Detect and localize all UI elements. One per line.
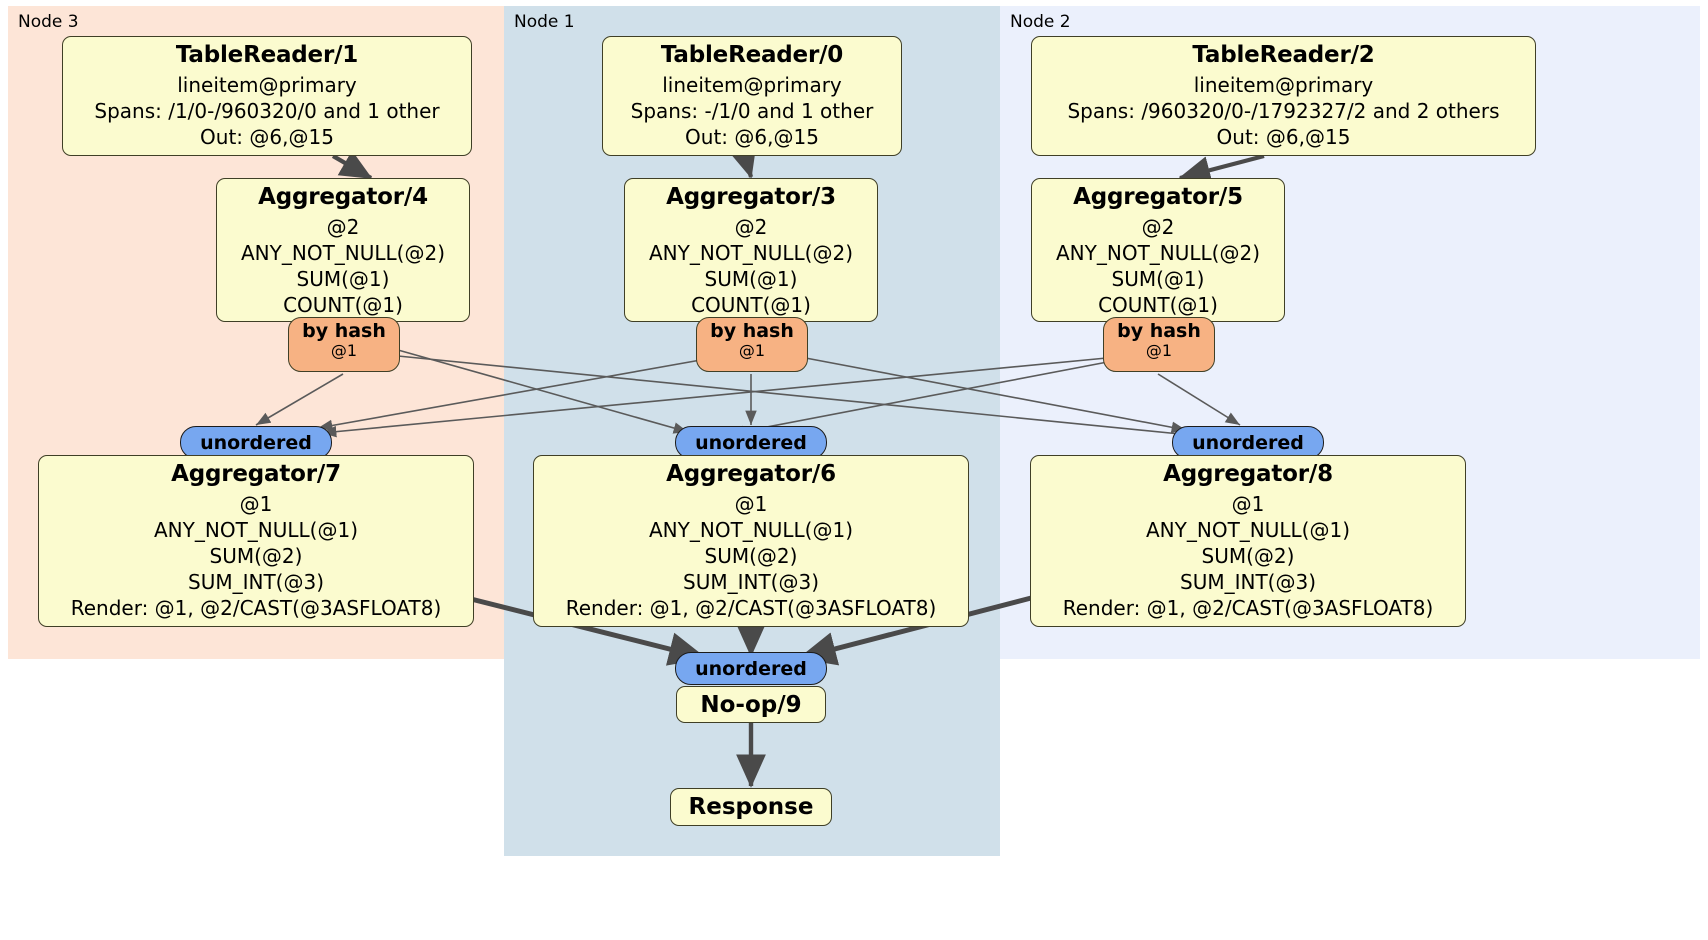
processor-detail-agg1: ANY_NOT_NULL(@1) — [649, 517, 853, 542]
processor-detail-agg3: SUM_INT(@3) — [683, 569, 819, 594]
processor-detail-agg1: ANY_NOT_NULL(@2) — [1056, 240, 1260, 265]
router-badge-title: by hash — [1117, 320, 1201, 342]
processor-aggregator-5[interactable]: Aggregator/5 @2 ANY_NOT_NULL(@2) SUM(@1)… — [1031, 178, 1285, 322]
processor-detail-out: Out: @6,@15 — [200, 124, 334, 149]
processor-title: TableReader/0 — [660, 42, 844, 68]
synchronizer-badge-label: unordered — [200, 431, 312, 454]
router-badge-title: by hash — [710, 320, 794, 342]
synchronizer-badge-label: unordered — [695, 431, 807, 454]
processor-detail-render: Render: @1, @2/CAST(@3ASFLOAT8) — [565, 595, 937, 620]
processor-detail-agg1: ANY_NOT_NULL(@2) — [241, 240, 445, 265]
synchronizer-badge-unordered-right[interactable]: unordered — [1172, 426, 1324, 459]
processor-title: Aggregator/6 — [666, 461, 836, 487]
processor-detail-agg3: COUNT(@1) — [1098, 292, 1218, 317]
processor-detail-out: Out: @6,@15 — [685, 124, 819, 149]
processor-detail-agg3: COUNT(@1) — [283, 292, 403, 317]
synchronizer-badge-unordered-center[interactable]: unordered — [675, 426, 827, 459]
processor-aggregator-8[interactable]: Aggregator/8 @1 ANY_NOT_NULL(@1) SUM(@2)… — [1030, 455, 1466, 627]
node-panel-label-node2: Node 2 — [1010, 12, 1071, 32]
processor-aggregator-4[interactable]: Aggregator/4 @2 ANY_NOT_NULL(@2) SUM(@1)… — [216, 178, 470, 322]
router-badge-title: by hash — [302, 320, 386, 342]
processor-detail-agg2: SUM(@2) — [704, 543, 798, 568]
processor-detail-agg1: ANY_NOT_NULL(@2) — [649, 240, 853, 265]
processor-aggregator-7[interactable]: Aggregator/7 @1 ANY_NOT_NULL(@1) SUM(@2)… — [38, 455, 474, 627]
processor-detail-render: Render: @1, @2/CAST(@3ASFLOAT8) — [1062, 595, 1434, 620]
processor-detail-spans: Spans: /1/0-/960320/0 and 1 other — [94, 98, 440, 123]
processor-title: Aggregator/7 — [171, 461, 341, 487]
processor-title: Aggregator/8 — [1163, 461, 1333, 487]
processor-detail-render: Render: @1, @2/CAST(@3ASFLOAT8) — [70, 595, 442, 620]
processor-detail-table: lineitem@primary — [662, 72, 842, 97]
processor-table-reader-2[interactable]: TableReader/2 lineitem@primary Spans: /9… — [1031, 36, 1536, 156]
processor-detail-groupcols: @1 — [734, 491, 768, 516]
synchronizer-badge-unordered-final[interactable]: unordered — [675, 652, 827, 685]
router-badge-by-hash-left[interactable]: by hash @1 — [288, 317, 400, 372]
synchronizer-badge-unordered-left[interactable]: unordered — [180, 426, 332, 459]
processor-table-reader-0[interactable]: TableReader/0 lineitem@primary Spans: -/… — [602, 36, 902, 156]
processor-detail-spans: Spans: /960320/0-/1792327/2 and 2 others — [1067, 98, 1500, 123]
node-panel-label-node3: Node 3 — [18, 12, 79, 32]
processor-aggregator-6[interactable]: Aggregator/6 @1 ANY_NOT_NULL(@1) SUM(@2)… — [533, 455, 969, 627]
processor-detail-agg3: SUM_INT(@3) — [1180, 569, 1316, 594]
processor-detail-groupcols: @2 — [734, 214, 768, 239]
processor-detail-groupcols: @1 — [239, 491, 273, 516]
synchronizer-badge-label: unordered — [695, 657, 807, 680]
router-badge-subtitle: @1 — [330, 341, 358, 361]
processor-title: Aggregator/5 — [1073, 184, 1243, 210]
processor-detail-table: lineitem@primary — [1193, 72, 1374, 97]
processor-detail-spans: Spans: -/1/0 and 1 other — [630, 98, 874, 123]
processor-title: Aggregator/3 — [666, 184, 836, 210]
processor-title: No-op/9 — [700, 691, 802, 718]
processor-title: Aggregator/4 — [258, 184, 428, 210]
processor-detail-agg3: SUM_INT(@3) — [188, 569, 324, 594]
processor-detail-groupcols: @2 — [1141, 214, 1175, 239]
processor-aggregator-3[interactable]: Aggregator/3 @2 ANY_NOT_NULL(@2) SUM(@1)… — [624, 178, 878, 322]
processor-detail-agg1: ANY_NOT_NULL(@1) — [1146, 517, 1350, 542]
processor-title: Response — [688, 794, 814, 820]
processor-title: TableReader/1 — [175, 42, 359, 68]
synchronizer-badge-label: unordered — [1192, 431, 1304, 454]
processor-detail-agg2: SUM(@2) — [1201, 543, 1295, 568]
processor-detail-out: Out: @6,@15 — [1216, 124, 1351, 149]
processor-response[interactable]: Response — [670, 788, 832, 826]
processor-title: TableReader/2 — [1192, 42, 1375, 68]
router-badge-subtitle: @1 — [738, 341, 766, 361]
processor-detail-agg1: ANY_NOT_NULL(@1) — [154, 517, 358, 542]
router-badge-by-hash-center[interactable]: by hash @1 — [696, 317, 808, 372]
processor-detail-agg2: SUM(@1) — [296, 266, 390, 291]
processor-detail-agg3: COUNT(@1) — [691, 292, 811, 317]
processor-detail-groupcols: @1 — [1231, 491, 1265, 516]
processor-detail-agg2: SUM(@2) — [209, 543, 303, 568]
processor-noop-9[interactable]: No-op/9 — [676, 686, 826, 723]
processor-table-reader-1[interactable]: TableReader/1 lineitem@primary Spans: /1… — [62, 36, 472, 156]
processor-detail-table: lineitem@primary — [177, 72, 357, 97]
processor-detail-agg2: SUM(@1) — [704, 266, 798, 291]
node-panel-label-node1: Node 1 — [514, 12, 575, 32]
router-badge-by-hash-right[interactable]: by hash @1 — [1103, 317, 1215, 372]
router-badge-subtitle: @1 — [1145, 341, 1173, 361]
processor-detail-agg2: SUM(@1) — [1111, 266, 1205, 291]
processor-detail-groupcols: @2 — [326, 214, 360, 239]
